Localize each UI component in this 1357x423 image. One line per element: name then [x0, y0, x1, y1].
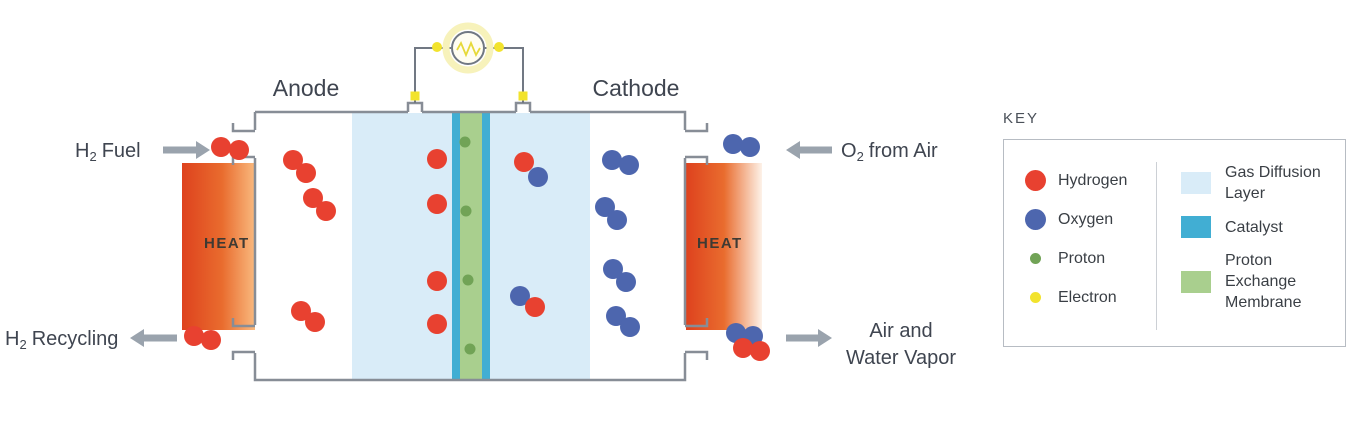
gas-diffusion-layer-swatch-icon	[1181, 172, 1211, 194]
oxygen-particle	[607, 210, 627, 230]
oxygen-particle	[619, 155, 639, 175]
oxygen-particle	[616, 272, 636, 292]
heat-label-right: HEAT	[697, 235, 743, 252]
electrode-terminals	[406, 101, 532, 112]
oxygen-particle	[528, 167, 548, 187]
gas-diffusion-layer-right	[490, 113, 590, 379]
hydrogen-particle	[427, 194, 447, 214]
key-item-electron: Electron	[1024, 287, 1156, 308]
hydrogen-particle	[305, 312, 325, 332]
catalyst-left	[452, 113, 460, 379]
molecules-layer	[184, 42, 770, 361]
hydrogen-icon	[1024, 170, 1046, 191]
heat-label-left: HEAT	[204, 235, 250, 252]
key-item-label: Oxygen	[1058, 211, 1114, 228]
hydrogen-particle	[229, 140, 249, 160]
cell-outline	[253, 110, 687, 382]
air-water-vapor-arrow-icon	[786, 329, 832, 347]
key-title: KEY	[1003, 110, 1040, 127]
proton-icon	[1029, 253, 1041, 264]
anode-label: Anode	[273, 75, 340, 101]
hydrogen-particle	[201, 330, 221, 350]
proton-particle	[459, 136, 471, 148]
hydrogen-particle	[514, 152, 534, 172]
oxygen-particle	[603, 259, 623, 279]
heat-block-left	[182, 163, 255, 330]
key-item-label: Catalyst	[1225, 218, 1283, 236]
proton-particle	[462, 274, 474, 286]
key-item-label: Electron	[1058, 289, 1117, 306]
oxygen-particle	[602, 150, 622, 170]
oxygen-particle	[620, 317, 640, 337]
key-layers-column: Gas Diffusion Layer Catalyst Proton Exch…	[1157, 162, 1329, 330]
proton-exchange-membrane-swatch-icon	[1181, 270, 1211, 293]
oxygen-particle	[723, 134, 743, 154]
oxygen-particle	[726, 323, 746, 343]
light-bulb	[442, 22, 494, 74]
key-item-oxygen: Oxygen	[1024, 209, 1156, 230]
key-item-label: Proton	[1058, 250, 1106, 267]
key-item-catalyst: Catalyst	[1181, 216, 1329, 238]
proton-exchange-membrane	[460, 113, 482, 379]
key-item-proton-exchange-membrane: Proton Exchange Membrane	[1181, 250, 1329, 313]
hydrogen-particle	[427, 149, 447, 169]
hydrogen-particle	[733, 338, 753, 358]
electron-particle	[432, 42, 442, 52]
oxygen-particle	[510, 286, 530, 306]
hydrogen-particle	[291, 301, 311, 321]
key-panel: KEY Hydrogen Oxygen Proton Electron	[1003, 110, 1346, 347]
catalyst-swatch-icon	[1181, 216, 1211, 238]
key-item-label: Gas Diffusion Layer	[1225, 164, 1321, 202]
hydrogen-particle	[184, 326, 204, 346]
key-item-gas-diffusion-layer: Gas Diffusion Layer	[1181, 162, 1329, 204]
proton-particle	[464, 343, 476, 355]
hydrogen-particle	[303, 188, 323, 208]
air-water-vapor-label-line2: Water Vapor	[846, 347, 956, 369]
oxygen-particle	[606, 306, 626, 326]
hydrogen-particle	[427, 271, 447, 291]
heat-block-right	[686, 163, 762, 330]
oxygen-particle	[595, 197, 615, 217]
h2-recycling-outlet-pipe	[231, 318, 255, 360]
o2-inlet-pipe	[685, 123, 709, 165]
key-particles-column: Hydrogen Oxygen Proton Electron	[1024, 162, 1156, 330]
key-item-label: Proton Exchange Membrane	[1225, 252, 1302, 311]
key-item-hydrogen: Hydrogen	[1024, 170, 1156, 191]
hydrogen-particle	[427, 314, 447, 334]
filament-icon	[456, 40, 481, 58]
hydrogen-particle	[296, 163, 316, 183]
air-water-vapor-label-line1: Air and	[869, 320, 932, 342]
hydrogen-particle	[750, 341, 770, 361]
key-item-label: Hydrogen	[1058, 172, 1128, 189]
electron-square-particle	[410, 91, 420, 101]
key-divider	[1156, 162, 1157, 330]
key-box: Hydrogen Oxygen Proton Electron	[1003, 139, 1346, 347]
h2-recycling-arrow-icon	[130, 329, 177, 347]
proton-particle	[460, 205, 472, 217]
electron-square-particle	[518, 91, 528, 101]
oxygen-particle	[740, 137, 760, 157]
hydrogen-particle	[525, 297, 545, 317]
catalyst-right	[482, 113, 490, 379]
hydrogen-particle	[283, 150, 303, 170]
air-water-outlet-pipe	[685, 318, 709, 360]
cathode-label: Cathode	[593, 75, 680, 101]
key-item-proton: Proton	[1024, 248, 1156, 269]
h2-fuel-arrow-icon	[163, 141, 210, 159]
o2-from-air-arrow-icon	[786, 141, 832, 159]
hydrogen-particle	[211, 137, 231, 157]
electron-particle	[494, 42, 504, 52]
hydrogen-particle	[316, 201, 336, 221]
electron-icon	[1029, 292, 1041, 303]
oxygen-icon	[1024, 209, 1046, 230]
